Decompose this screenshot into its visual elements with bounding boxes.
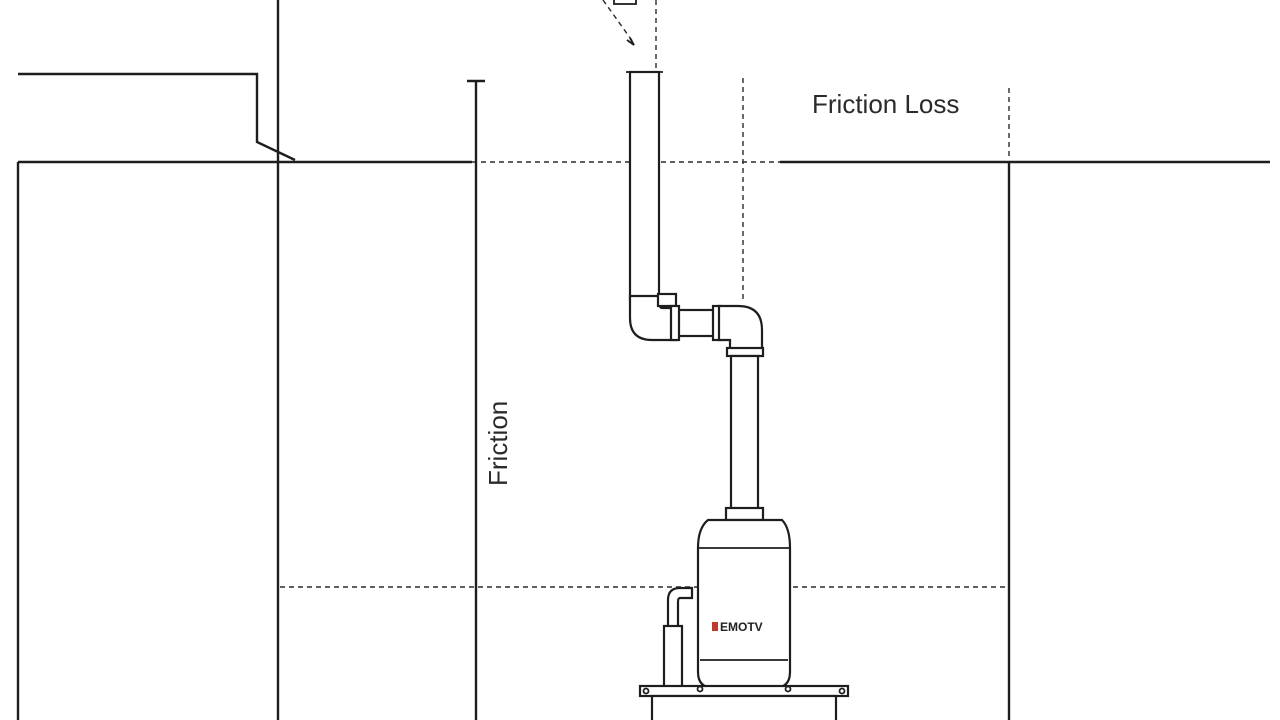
friction-vertical-label: Friction	[483, 401, 513, 486]
upper-ledge-line	[18, 72, 296, 162]
pump-brand-label: EMOTV	[720, 620, 763, 634]
reference-lines	[280, 0, 1010, 588]
vertical-pipe-lower	[729, 354, 760, 512]
base-bolt-mid-left	[696, 685, 704, 693]
pump-base-plate	[638, 684, 850, 698]
elbow-collar-top	[656, 292, 678, 308]
friction-loss-label: Friction Loss	[812, 89, 959, 119]
discharge-pipe	[626, 70, 765, 512]
pump-body	[696, 518, 792, 690]
base-bolt-left	[642, 687, 650, 695]
elbow-upper-right	[717, 304, 764, 352]
diagonal-dashed-line	[602, 0, 634, 43]
pump-base-housing	[650, 694, 838, 720]
friction-dimension	[467, 79, 485, 720]
elbow-collar-bottom	[725, 346, 765, 358]
side-pipe	[666, 586, 694, 630]
vertical-pipe-upper	[628, 70, 661, 302]
top-marker-box	[613, 0, 637, 5]
base-bolt-mid-right	[784, 685, 792, 693]
small-arrow-tip	[626, 37, 635, 46]
building-outline	[16, 0, 1270, 720]
base-bolt-right	[838, 687, 846, 695]
brand-logo-icon	[712, 622, 718, 631]
side-pipe-riser	[662, 624, 684, 690]
pump-outlet-neck	[724, 506, 765, 522]
coupling-left	[669, 304, 681, 342]
sump-pump: EMOTV	[638, 506, 850, 720]
horizontal-pipe	[674, 308, 718, 338]
